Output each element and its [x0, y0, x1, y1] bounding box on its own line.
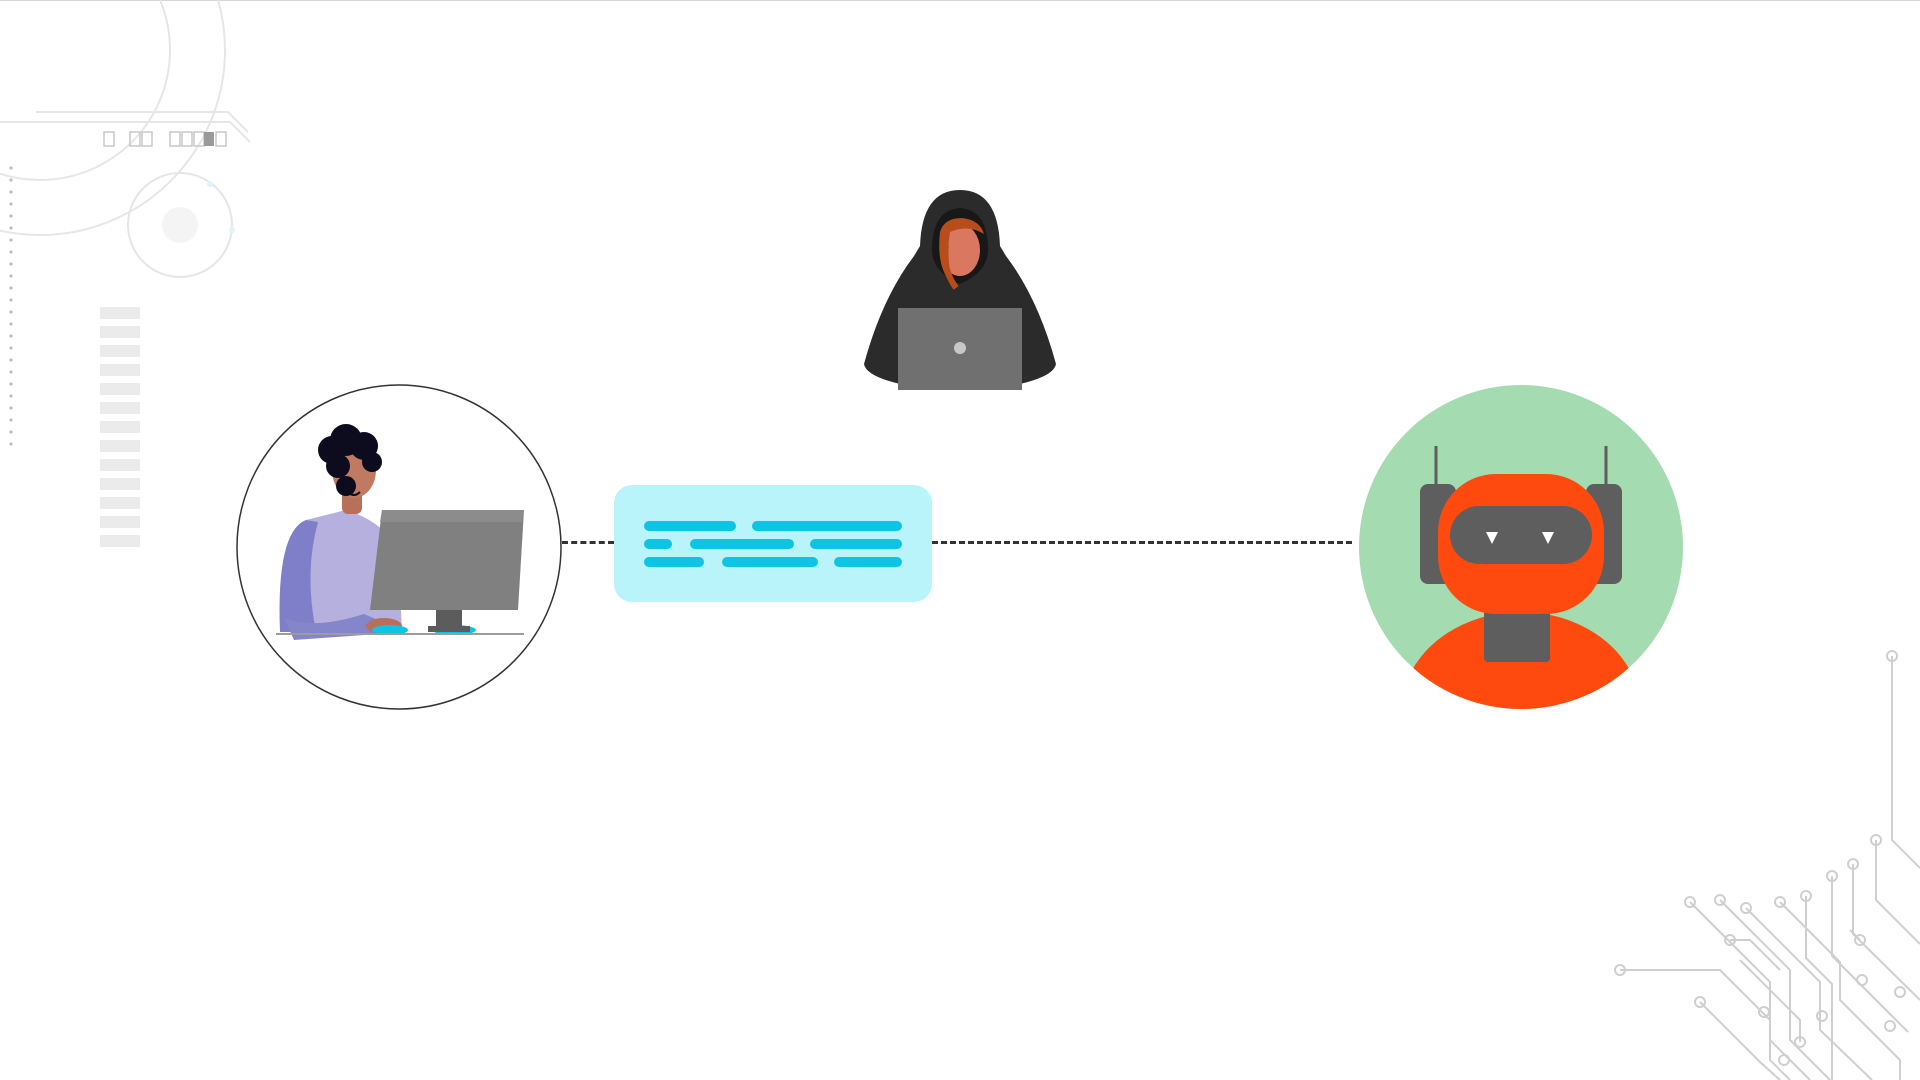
message-line — [644, 521, 736, 531]
message-line — [752, 521, 902, 531]
hacker-icon — [864, 190, 1056, 390]
top-divider — [0, 0, 1920, 1]
hud-bars-icon — [100, 459, 140, 547]
message-line — [834, 557, 902, 567]
message-line — [810, 539, 902, 549]
connector-sender-to-message — [562, 541, 614, 544]
message-line — [644, 557, 704, 567]
message-line — [722, 557, 818, 567]
robot-icon — [1359, 385, 1683, 709]
message-bubble — [614, 485, 932, 602]
message-line — [644, 539, 672, 549]
connector-message-to-robot — [932, 541, 1352, 544]
circuit-decoration-icon — [1614, 650, 1920, 1080]
person-at-computer-icon — [236, 384, 562, 710]
message-line — [690, 539, 794, 549]
hud-decoration-icon — [0, 0, 251, 452]
